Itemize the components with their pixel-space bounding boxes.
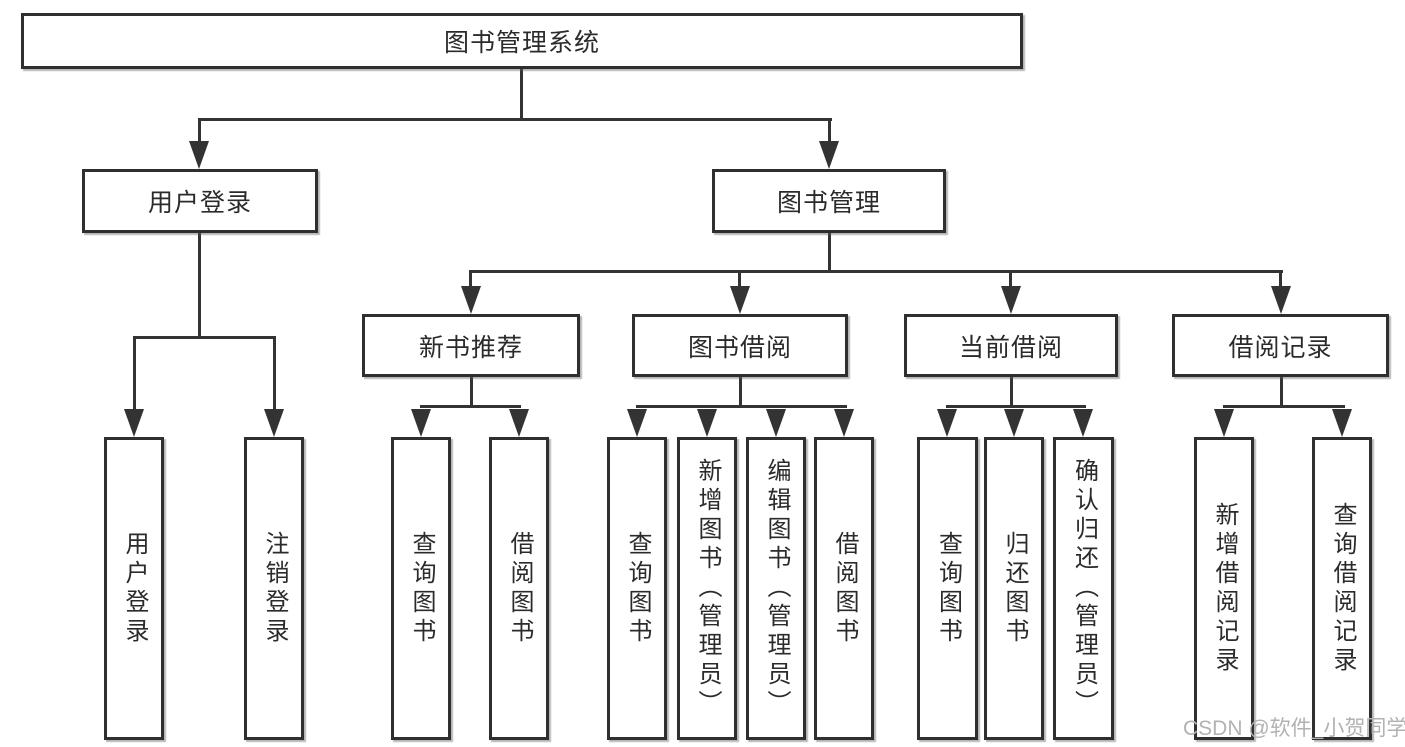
connector-stem <box>273 336 276 412</box>
arrowhead-down-icon <box>1004 409 1024 437</box>
leaf-edit-book-admin: 编辑图书（管理员） <box>746 437 806 740</box>
node-book-mgmt: 图书管理 <box>712 169 946 233</box>
connector-records-down <box>1280 377 1283 408</box>
connector-current-borrow-split <box>946 405 1086 408</box>
connector-new-book-down <box>470 377 473 408</box>
leaf-borrow-book-label: 借阅图书 <box>831 530 858 647</box>
arrowhead-down-icon <box>1001 286 1021 314</box>
node-borrow-records: 借阅记录 <box>1172 314 1389 377</box>
leaf-cur-query-book: 查询图书 <box>917 437 978 740</box>
node-root-label: 图书管理系统 <box>443 29 600 57</box>
connector-new-book-split <box>420 405 521 408</box>
node-current-borrow: 当前借阅 <box>904 314 1118 377</box>
leaf-query-borrow-record: 查询借阅记录 <box>1312 437 1372 740</box>
leaf-borrow-book: 借阅图书 <box>814 437 874 740</box>
leaf-rec-borrow-book: 借阅图书 <box>489 437 549 740</box>
connector-stem <box>738 270 741 289</box>
connector-stem-user-login <box>198 118 201 144</box>
arrowhead-down-icon <box>819 141 839 169</box>
connector-records-split <box>1223 405 1345 408</box>
arrowhead-down-icon <box>766 409 786 437</box>
arrowhead-down-icon <box>627 409 647 437</box>
leaf-cur-query-book-label: 查询图书 <box>934 530 962 647</box>
arrowhead-down-icon <box>1073 409 1093 437</box>
connector-stem <box>469 270 472 289</box>
arrowhead-down-icon <box>124 409 144 437</box>
node-book-mgmt-label: 图书管理 <box>776 189 881 217</box>
connector-stem <box>133 336 136 412</box>
leaf-return-book: 归还图书 <box>984 437 1044 740</box>
leaf-rec-borrow-book-label: 借阅图书 <box>506 530 533 647</box>
connector-book-borrow-split <box>636 405 847 408</box>
leaf-rec-query-book-label: 查询图书 <box>408 530 435 647</box>
csdn-watermark: CSDN @软件_小贺同学 <box>1183 717 1405 740</box>
leaf-borrow-query-book: 查询图书 <box>607 437 667 740</box>
arrowhead-down-icon <box>730 286 750 314</box>
leaf-logout-label: 注销登录 <box>261 530 288 647</box>
leaf-user-login-label: 用户登录 <box>121 530 148 647</box>
leaf-add-borrow-record-label: 新增借阅记录 <box>1211 501 1238 676</box>
leaf-confirm-return-admin-label: 确认归还（管理员） <box>1070 458 1098 719</box>
connector-book-mgmt-split <box>470 270 1283 273</box>
node-root: 图书管理系统 <box>21 13 1023 69</box>
arrowhead-down-icon <box>189 141 209 169</box>
connector-root-split <box>198 118 832 121</box>
arrowhead-down-icon <box>834 409 854 437</box>
leaf-confirm-return-admin: 确认归还（管理员） <box>1053 437 1114 740</box>
leaf-query-borrow-record-label: 查询借阅记录 <box>1329 501 1356 676</box>
leaf-return-book-label: 归还图书 <box>1001 530 1028 647</box>
leaf-edit-book-admin-label: 编辑图书（管理员） <box>763 458 790 719</box>
connector-stem <box>1009 270 1012 289</box>
node-current-borrow-label: 当前借阅 <box>958 333 1063 362</box>
leaf-logout: 注销登录 <box>244 437 304 740</box>
node-new-book-rec-label: 新书推荐 <box>418 333 523 362</box>
connector-book-borrow-down <box>739 377 742 408</box>
connector-book-mgmt-down <box>828 233 831 273</box>
arrowhead-down-icon <box>264 409 284 437</box>
arrowhead-down-icon <box>1271 286 1291 314</box>
leaf-borrow-query-book-label: 查询图书 <box>624 530 651 647</box>
arrowhead-down-icon <box>411 409 431 437</box>
arrowhead-down-icon <box>1214 409 1234 437</box>
arrowhead-down-icon <box>461 286 481 314</box>
connector-root-down <box>520 69 523 120</box>
arrowhead-down-icon <box>697 409 717 437</box>
leaf-user-login: 用户登录 <box>104 437 164 740</box>
arrowhead-down-icon <box>937 409 957 437</box>
leaf-rec-query-book: 查询图书 <box>391 437 451 740</box>
connector-user-login-down <box>198 233 201 339</box>
node-user-login-label: 用户登录 <box>147 189 252 217</box>
arrowhead-down-icon <box>509 409 529 437</box>
arrowhead-down-icon <box>1332 409 1352 437</box>
node-book-borrow: 图书借阅 <box>632 314 848 377</box>
connector-user-login-split <box>133 336 276 339</box>
leaf-add-borrow-record: 新增借阅记录 <box>1194 437 1254 740</box>
leaf-add-book-admin-label: 新增图书（管理员） <box>694 458 721 719</box>
connector-current-borrow-down <box>1010 377 1013 408</box>
connector-stem <box>1279 270 1282 289</box>
leaf-add-book-admin: 新增图书（管理员） <box>677 437 737 740</box>
node-user-login: 用户登录 <box>82 169 318 233</box>
node-book-borrow-label: 图书借阅 <box>687 333 792 362</box>
connector-stem-book-mgmt <box>828 118 831 144</box>
node-new-book-rec: 新书推荐 <box>362 314 580 377</box>
node-borrow-records-label: 借阅记录 <box>1228 333 1333 362</box>
